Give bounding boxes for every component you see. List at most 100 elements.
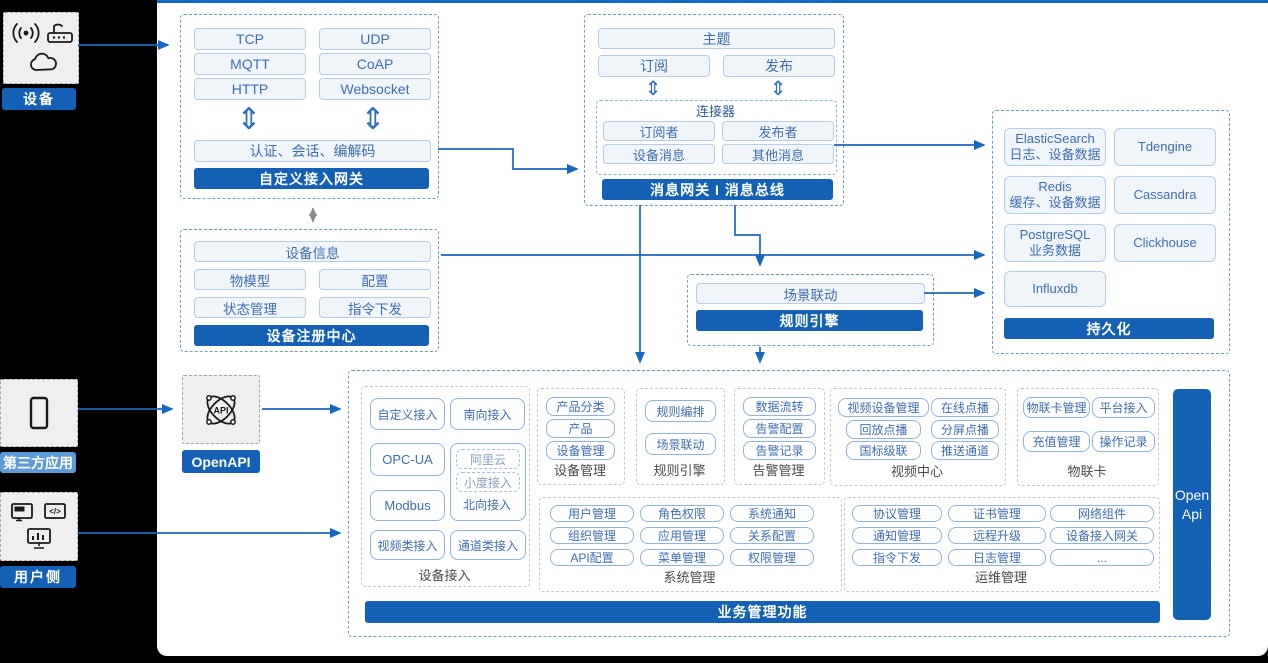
rail-label-user-side: 用户侧 [0, 566, 76, 588]
device-message-label: 设备消息 [632, 147, 685, 163]
protocol-coap: CoAP [319, 53, 431, 75]
recharge-mgmt-item: 充值管理 [1023, 431, 1090, 452]
data-flow-item: 数据流转 [743, 397, 816, 416]
connector-title: 连接器 [695, 104, 735, 119]
user-side-label: 用户侧 [14, 569, 62, 585]
item-label: 在线点播 [940, 401, 989, 415]
south-access-label: 南向接入 [463, 407, 512, 422]
store-name: PostgreSQL [1019, 226, 1091, 242]
role-permission-item: 角色权限 [640, 505, 724, 522]
notice-mgmt-item: 通知管理 [852, 527, 942, 544]
platform-access-item: 平台接入 [1092, 397, 1155, 418]
protocol-label: HTTP [231, 81, 269, 97]
command-dispatch-item: 指令下发 [319, 297, 431, 318]
item-label: 场景联动 [656, 437, 705, 452]
router-icon [47, 23, 73, 43]
store-name: Redis [1038, 178, 1072, 194]
item-label: 推送通道 [940, 444, 989, 458]
app-window-icon [11, 503, 33, 522]
app-mgmt-item: 应用管理 [640, 527, 724, 544]
connector-title-wrap: 连接器 [596, 102, 835, 119]
thing-model-label: 物模型 [229, 273, 271, 289]
third-party-box [0, 379, 78, 447]
playback-item: 回放点播 [846, 420, 921, 439]
section-label: 运维管理 [974, 569, 1027, 585]
item-label: 告警配置 [755, 422, 804, 436]
protocol-label: UDP [360, 31, 390, 47]
org-mgmt-item: 组织管理 [550, 527, 634, 544]
protocol-label: CoAP [356, 56, 394, 72]
xiaodu-item: 小度接入 [456, 472, 520, 492]
split-screen-item: 分屏点播 [931, 420, 999, 439]
custom-gateway-bar: 自定义接入网关 [194, 168, 429, 189]
protocol-websocket: Websocket [319, 78, 431, 100]
device-info-label: 设备信息 [285, 245, 340, 261]
command-dispatch-label: 指令下发 [348, 301, 402, 317]
updown-arrow-glyph: ⇕ [644, 78, 662, 100]
item-label: 协议管理 [872, 507, 921, 521]
south-access-item: 南向接入 [450, 398, 525, 430]
section-label: 设备接入 [418, 567, 471, 583]
log-mgmt-item: 日志管理 [948, 549, 1046, 566]
network-component-item: 网络组件 [1050, 505, 1154, 522]
business-functions-title: 业务管理功能 [717, 604, 808, 620]
item-label: 日志管理 [972, 551, 1021, 565]
section-iot-card [1017, 388, 1159, 486]
store-influxdb: Influxdb [1004, 271, 1106, 307]
modbus-item: Modbus [370, 490, 445, 521]
section-label: 视频中心 [890, 463, 943, 479]
subscribe-item: 订阅 [598, 55, 710, 77]
gb-cascade-item: 国标级联 [846, 441, 921, 460]
video-center-section-label: 视频中心 [830, 462, 1004, 479]
updown-arrow-glyph: ⇕ [360, 102, 386, 136]
updown-arrow-glyph: ⇕ [769, 78, 787, 100]
api-config-item: API配置 [550, 549, 634, 566]
item-label: 充值管理 [1032, 435, 1081, 449]
store-clickhouse: Clickhouse [1114, 224, 1216, 262]
rule-orchestration-item: 规则编排 [645, 400, 716, 422]
topic-label: 主题 [702, 30, 731, 47]
other-message-label: 其他消息 [751, 147, 804, 163]
protocol-label: MQTT [230, 56, 270, 72]
item-label: 物联卡管理 [1026, 401, 1087, 415]
item-label: 指令下发 [872, 551, 921, 565]
updown-arrow-glyph: ⇕ [236, 102, 262, 136]
opcua-item: OPC-UA [370, 443, 445, 476]
north-access-label-wrap: 北向接入 [450, 495, 524, 513]
broadcast-icon [12, 23, 40, 43]
channel-access-label: 通道类接入 [457, 538, 518, 553]
persistence-bar: 持久化 [1004, 318, 1214, 339]
third-party-label: 第三方应用 [3, 454, 73, 471]
rule-engine-section-label: 规则引擎 [636, 461, 723, 478]
product-item: 产品 [546, 419, 615, 438]
store-cassandra: Cassandra [1114, 176, 1216, 214]
rail-label-third-party: 第三方应用 [0, 452, 76, 473]
item-label: 远程升级 [972, 529, 1021, 543]
open-api-label: Open Api [1174, 487, 1210, 522]
item-label: 回放点播 [859, 423, 908, 437]
item-label: 网络组件 [1077, 507, 1126, 521]
openapi-label-badge: OpenAPI [182, 450, 260, 473]
scene-linkage-item-2: 场景联动 [645, 433, 716, 455]
section-label: 物联卡 [1067, 463, 1107, 479]
state-mgmt-item: 状态管理 [194, 297, 306, 318]
item-label: 国标级联 [859, 444, 908, 458]
system-notice-item: 系统通知 [730, 505, 814, 522]
item-label: 权限管理 [747, 551, 796, 565]
permission-mgmt-item: 权限管理 [730, 549, 814, 566]
store-tdengine: Tdengine [1114, 128, 1216, 166]
item-label: 告警记录 [755, 444, 804, 458]
protocol-http: HTTP [194, 78, 306, 100]
item-label: 关系配置 [747, 529, 796, 543]
section-device-access [361, 386, 530, 587]
user-side-box: </> [0, 492, 78, 561]
item-label: 应用管理 [657, 529, 706, 543]
alarm-config-item: 告警配置 [743, 419, 816, 438]
publish-item: 发布 [723, 55, 835, 77]
iot-card-mgmt-item: 物联卡管理 [1023, 397, 1090, 418]
device-message-item: 设备消息 [603, 144, 715, 164]
protocol-label: Websocket [340, 81, 410, 97]
item-label: 设备接入网关 [1065, 529, 1138, 543]
